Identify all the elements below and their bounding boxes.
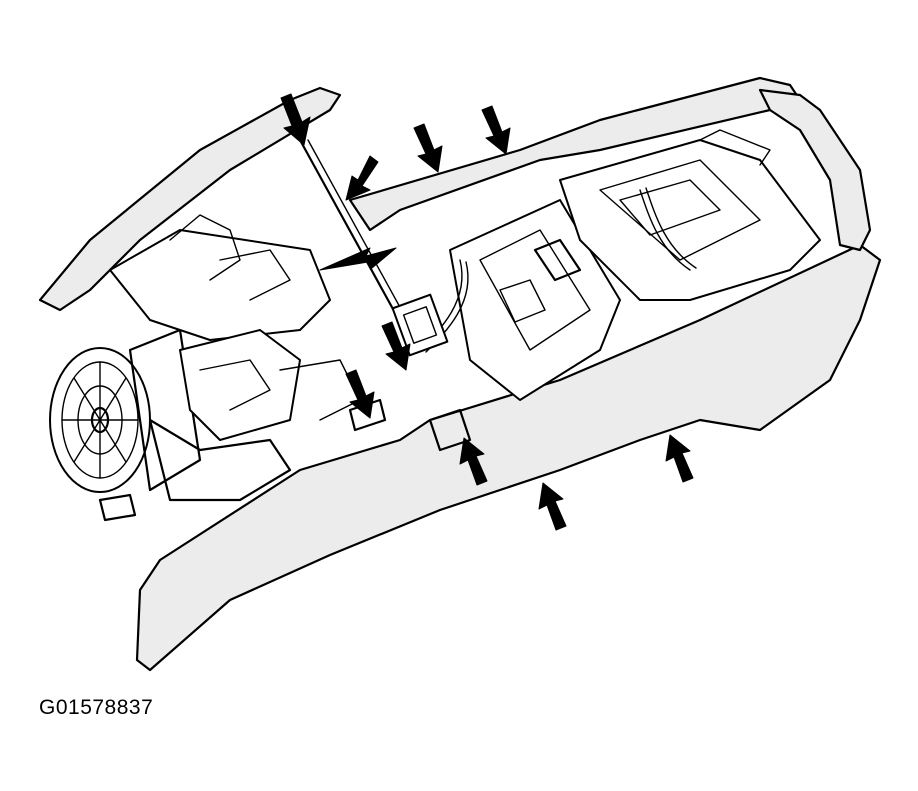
arrow-5 xyxy=(381,321,411,371)
console-internals xyxy=(98,129,821,522)
arrow-3 xyxy=(413,123,443,173)
arrow-10 xyxy=(319,247,397,271)
arrow-9 xyxy=(665,434,694,483)
arrow-8 xyxy=(538,482,567,531)
arrow-4 xyxy=(481,105,511,155)
figure-id-label: G01578837 xyxy=(39,696,154,719)
arrow-6 xyxy=(345,369,375,419)
callout-arrows xyxy=(280,93,694,531)
arrow-7 xyxy=(459,437,488,486)
console-shell xyxy=(38,76,882,672)
arrow-1 xyxy=(280,93,311,146)
blower-fan xyxy=(49,328,202,493)
arrow-2 xyxy=(345,155,379,201)
